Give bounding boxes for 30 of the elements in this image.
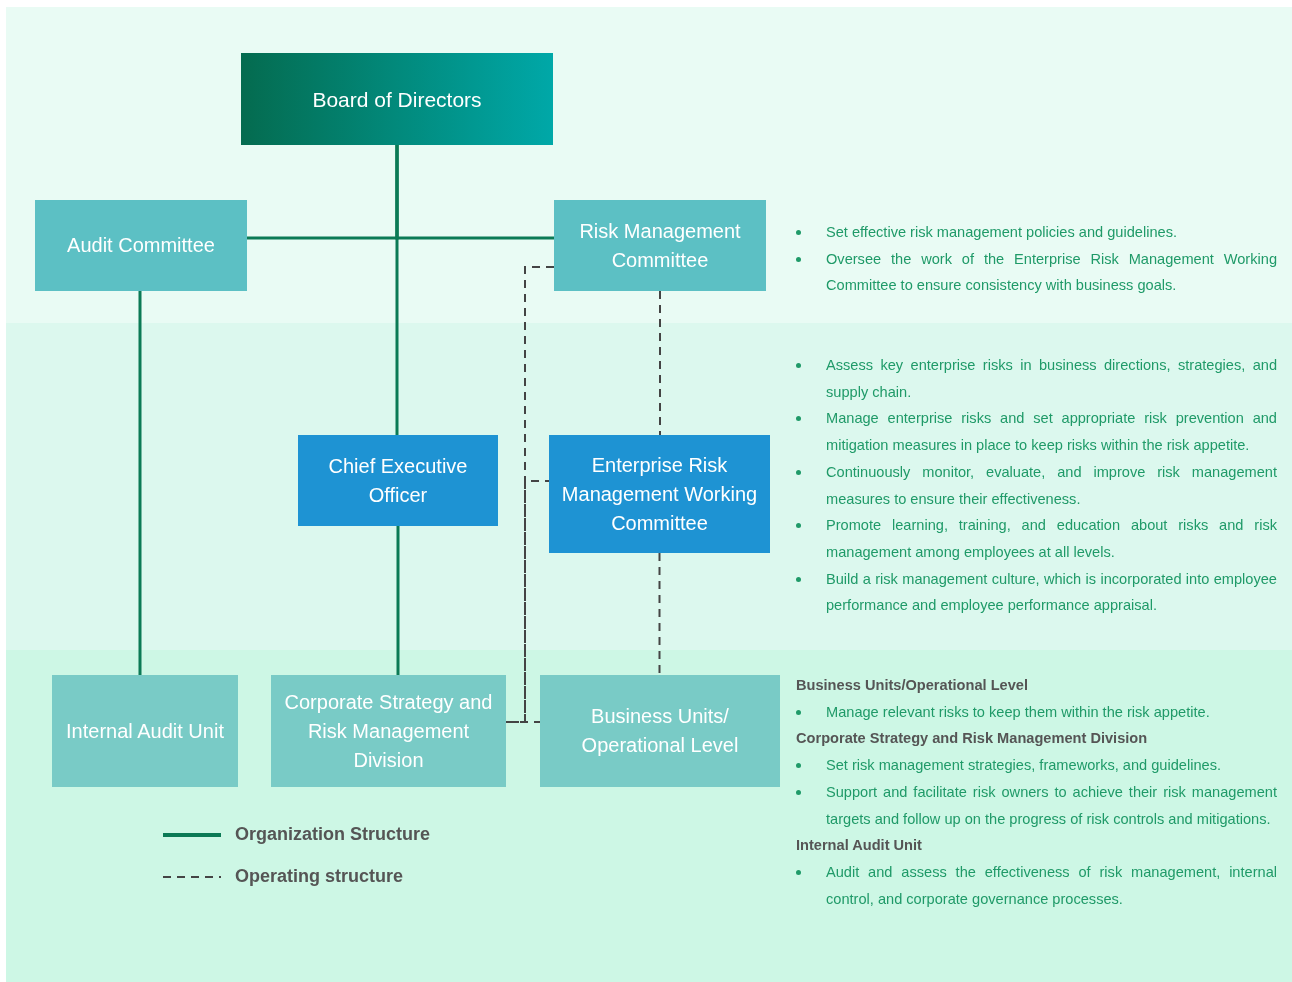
division-box: Corporate Strategy and Risk Management Division <box>271 675 506 787</box>
description-text: Support and facilitate risk owners to achieve their risk management targets and follow up on the progress of risk controls and mitigations. <box>826 782 1277 829</box>
dashed-connector <box>505 721 541 723</box>
committee-box: Enterprise Risk Management Working Committee <box>549 435 770 553</box>
description-text: Promote learning, training, and education about risks and risk management among employees at all levels. <box>826 516 1277 562</box>
dashed-connector <box>659 290 661 436</box>
description-text: Assess key enterprise risks in business directions, strategies, and supply chain. <box>826 356 1277 402</box>
section-heading: Corporate Strategy and Risk Management Division <box>796 729 1149 749</box>
legend-text: Organization Structure <box>235 824 431 845</box>
connector-line <box>138 291 142 675</box>
section-heading: Business Units/Operational Level <box>796 676 1029 695</box>
committee-box: Risk Management Committee <box>554 200 766 291</box>
description-text: Continuously monitor, evaluate, and improve risk management measures to ensure their effectiveness. <box>826 462 1277 509</box>
description-text: Manage relevant risks to keep them within the risk appetite. <box>826 702 1211 722</box>
description-text: Audit and assess the effectiveness of risk management, internal control, and corporate governance processes. <box>826 862 1277 909</box>
unit-box: Business Units/ Operational Level <box>540 675 780 787</box>
description-text: Set effective risk management policies and guidelines. <box>826 223 1178 242</box>
unit-box: Internal Audit Unit <box>52 675 238 787</box>
description-text: Oversee the work of the Enterprise Risk Management Working Committee to ensure consistency with business goals. <box>826 249 1277 296</box>
description-text: Build a risk management culture, which is incorporated into employee performance and employee performance appraisal. <box>826 569 1277 616</box>
connector-line <box>396 526 400 675</box>
connector-line <box>395 145 399 435</box>
legend-text: Operating structure <box>235 866 404 887</box>
board-box: Board of Directors <box>241 53 553 145</box>
description-text: Manage enterprise risks and set appropriate risk prevention and mitigation measures in place to keep risks within the risk appetite. <box>826 409 1277 456</box>
committee-box: Audit Committee <box>35 200 247 291</box>
dashed-connector <box>658 552 661 676</box>
officer-box: Chief Executive Officer <box>298 435 498 526</box>
description-text: Set risk management strategies, frameworks, and guidelines. <box>826 756 1223 776</box>
section-heading: Internal Audit Unit <box>796 836 923 856</box>
